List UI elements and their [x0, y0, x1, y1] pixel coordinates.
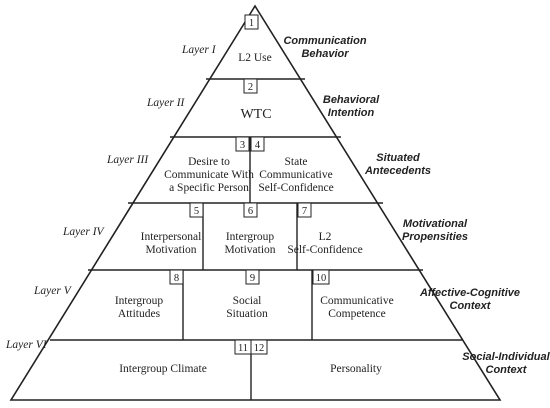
number-box-8: 8 [169, 269, 184, 285]
box-3-text-line-1: Desire to [188, 156, 230, 168]
box-3-text-line-2: Communicate With [164, 169, 254, 181]
box-8-text-line-1: Intergroup [115, 295, 164, 307]
box-5-text-line-1: Interpersonal [141, 231, 202, 243]
box-12-text-line-1: Personality [330, 363, 382, 375]
box-5-text-line-2: Motivation [145, 244, 196, 256]
layer-description-3-line-2: Antecedents [364, 165, 431, 177]
number-box-11: 11 [234, 339, 252, 355]
number-11: 11 [238, 343, 248, 354]
box-11-text-line-1: Intergroup Climate [119, 363, 207, 375]
box-3-text-line-3: a Specific Person [169, 182, 249, 194]
layer-description-5-line-2: Context [450, 300, 492, 312]
number-box-10: 10 [312, 269, 330, 285]
layer-description-2-line-1: Behavioral [323, 94, 380, 106]
layer-label-1: Layer I [181, 44, 217, 56]
layer-description-6-line-2: Context [486, 364, 528, 376]
box-6-text-line-2: Motivation [224, 244, 275, 256]
box-7-text-line-1: L2 [319, 231, 332, 243]
layer-description-4-line-2: Propensities [402, 231, 468, 243]
layer-label-6: Layer VI [5, 339, 48, 351]
box-9-text-line-1: Social [233, 295, 262, 307]
layer-description-2-line-2: Intention [328, 107, 375, 119]
box-10-text-line-1: Communicative [320, 295, 393, 307]
box-4-text-line-3: Self-Confidence [258, 182, 333, 194]
number-6: 6 [248, 206, 253, 217]
number-7: 7 [302, 206, 307, 217]
number-box-1: 1 [244, 14, 259, 30]
layer-label-3: Layer III [106, 154, 149, 166]
layer-label-2: Layer II [146, 97, 186, 109]
box-8-text-line-2: Attitudes [118, 308, 161, 320]
layer-description-4-line-1: Motivational [403, 218, 468, 230]
number-box-6: 6 [243, 202, 258, 218]
layer-description-3-line-1: Situated [376, 152, 420, 164]
layer-description-5-line-1: Affective-Cognitive [419, 287, 520, 299]
number-5: 5 [194, 206, 199, 217]
layer-description-1-line-2: Behavior [301, 48, 349, 60]
box-6-text-line-1: Intergroup [226, 231, 275, 243]
number-box-9: 9 [245, 269, 260, 285]
number-2: 2 [248, 82, 253, 93]
number-12: 12 [254, 343, 265, 354]
box-10-text-line-2: Competence [328, 308, 385, 320]
box-1-text-line-1: L2 Use [238, 52, 272, 64]
box-7-text-line-2: Self-Confidence [287, 244, 362, 256]
box-2-text-line-1: WTC [240, 107, 271, 122]
number-box-5: 5 [189, 202, 204, 218]
number-8: 8 [174, 273, 179, 284]
number-1: 1 [249, 18, 254, 29]
layer-label-5: Layer V [33, 285, 73, 297]
number-box-3: 3 [235, 136, 250, 152]
layer-label-4: Layer IV [62, 226, 106, 238]
number-box-12: 12 [250, 339, 268, 355]
number-box-2: 2 [243, 78, 258, 94]
box-4-text-line-1: State [285, 156, 308, 168]
box-4-text-line-2: Communicative [259, 169, 332, 181]
number-box-4: 4 [250, 136, 265, 152]
box-9-text-line-2: Situation [226, 308, 268, 320]
layer-description-6-line-1: Social-Individual [462, 351, 550, 363]
number-9: 9 [250, 273, 255, 284]
layer-description-1-line-1: Communication [283, 35, 366, 47]
number-box-7: 7 [297, 202, 312, 218]
number-10: 10 [316, 273, 327, 284]
number-4: 4 [255, 140, 261, 151]
number-3: 3 [240, 140, 245, 151]
